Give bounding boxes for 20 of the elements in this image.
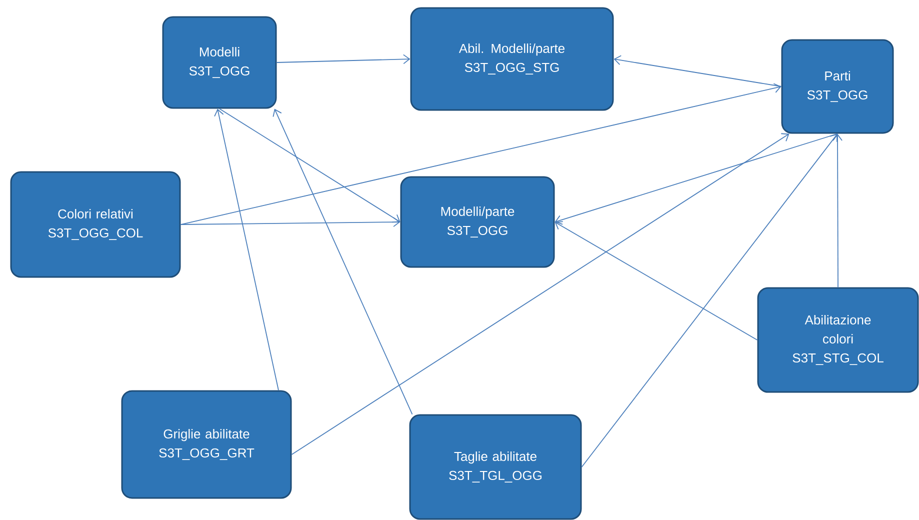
entity-box: Modelli/parte S3T_OGG [400, 176, 555, 268]
entity-box: Abil. Modelli/parte S3T_OGG_STG [410, 7, 614, 111]
entity-box: Griglie abilitate S3T_OGG_GRT [121, 390, 292, 499]
arrow [614, 55, 782, 87]
entity-box: Colori relativi S3T_OGG_COL [10, 171, 181, 278]
arrow [180, 217, 400, 228]
arrow [291, 133, 790, 455]
entity-box: Parti S3T_OGG [781, 39, 894, 134]
arrow [180, 83, 782, 225]
arrow [581, 134, 838, 468]
arrow [219, 108, 400, 223]
arrow [214, 108, 279, 391]
arrow [272, 108, 413, 415]
arrow [276, 54, 410, 64]
arrow [832, 134, 842, 288]
entity-box: Abilitazione colori S3T_STG_COL [757, 287, 919, 393]
entity-box: Modelli S3T_OGG [162, 16, 277, 109]
arrow [554, 133, 838, 225]
entity-box: Taglie abilitate S3T_TGL_OGG [409, 414, 582, 520]
arrow [554, 221, 758, 340]
